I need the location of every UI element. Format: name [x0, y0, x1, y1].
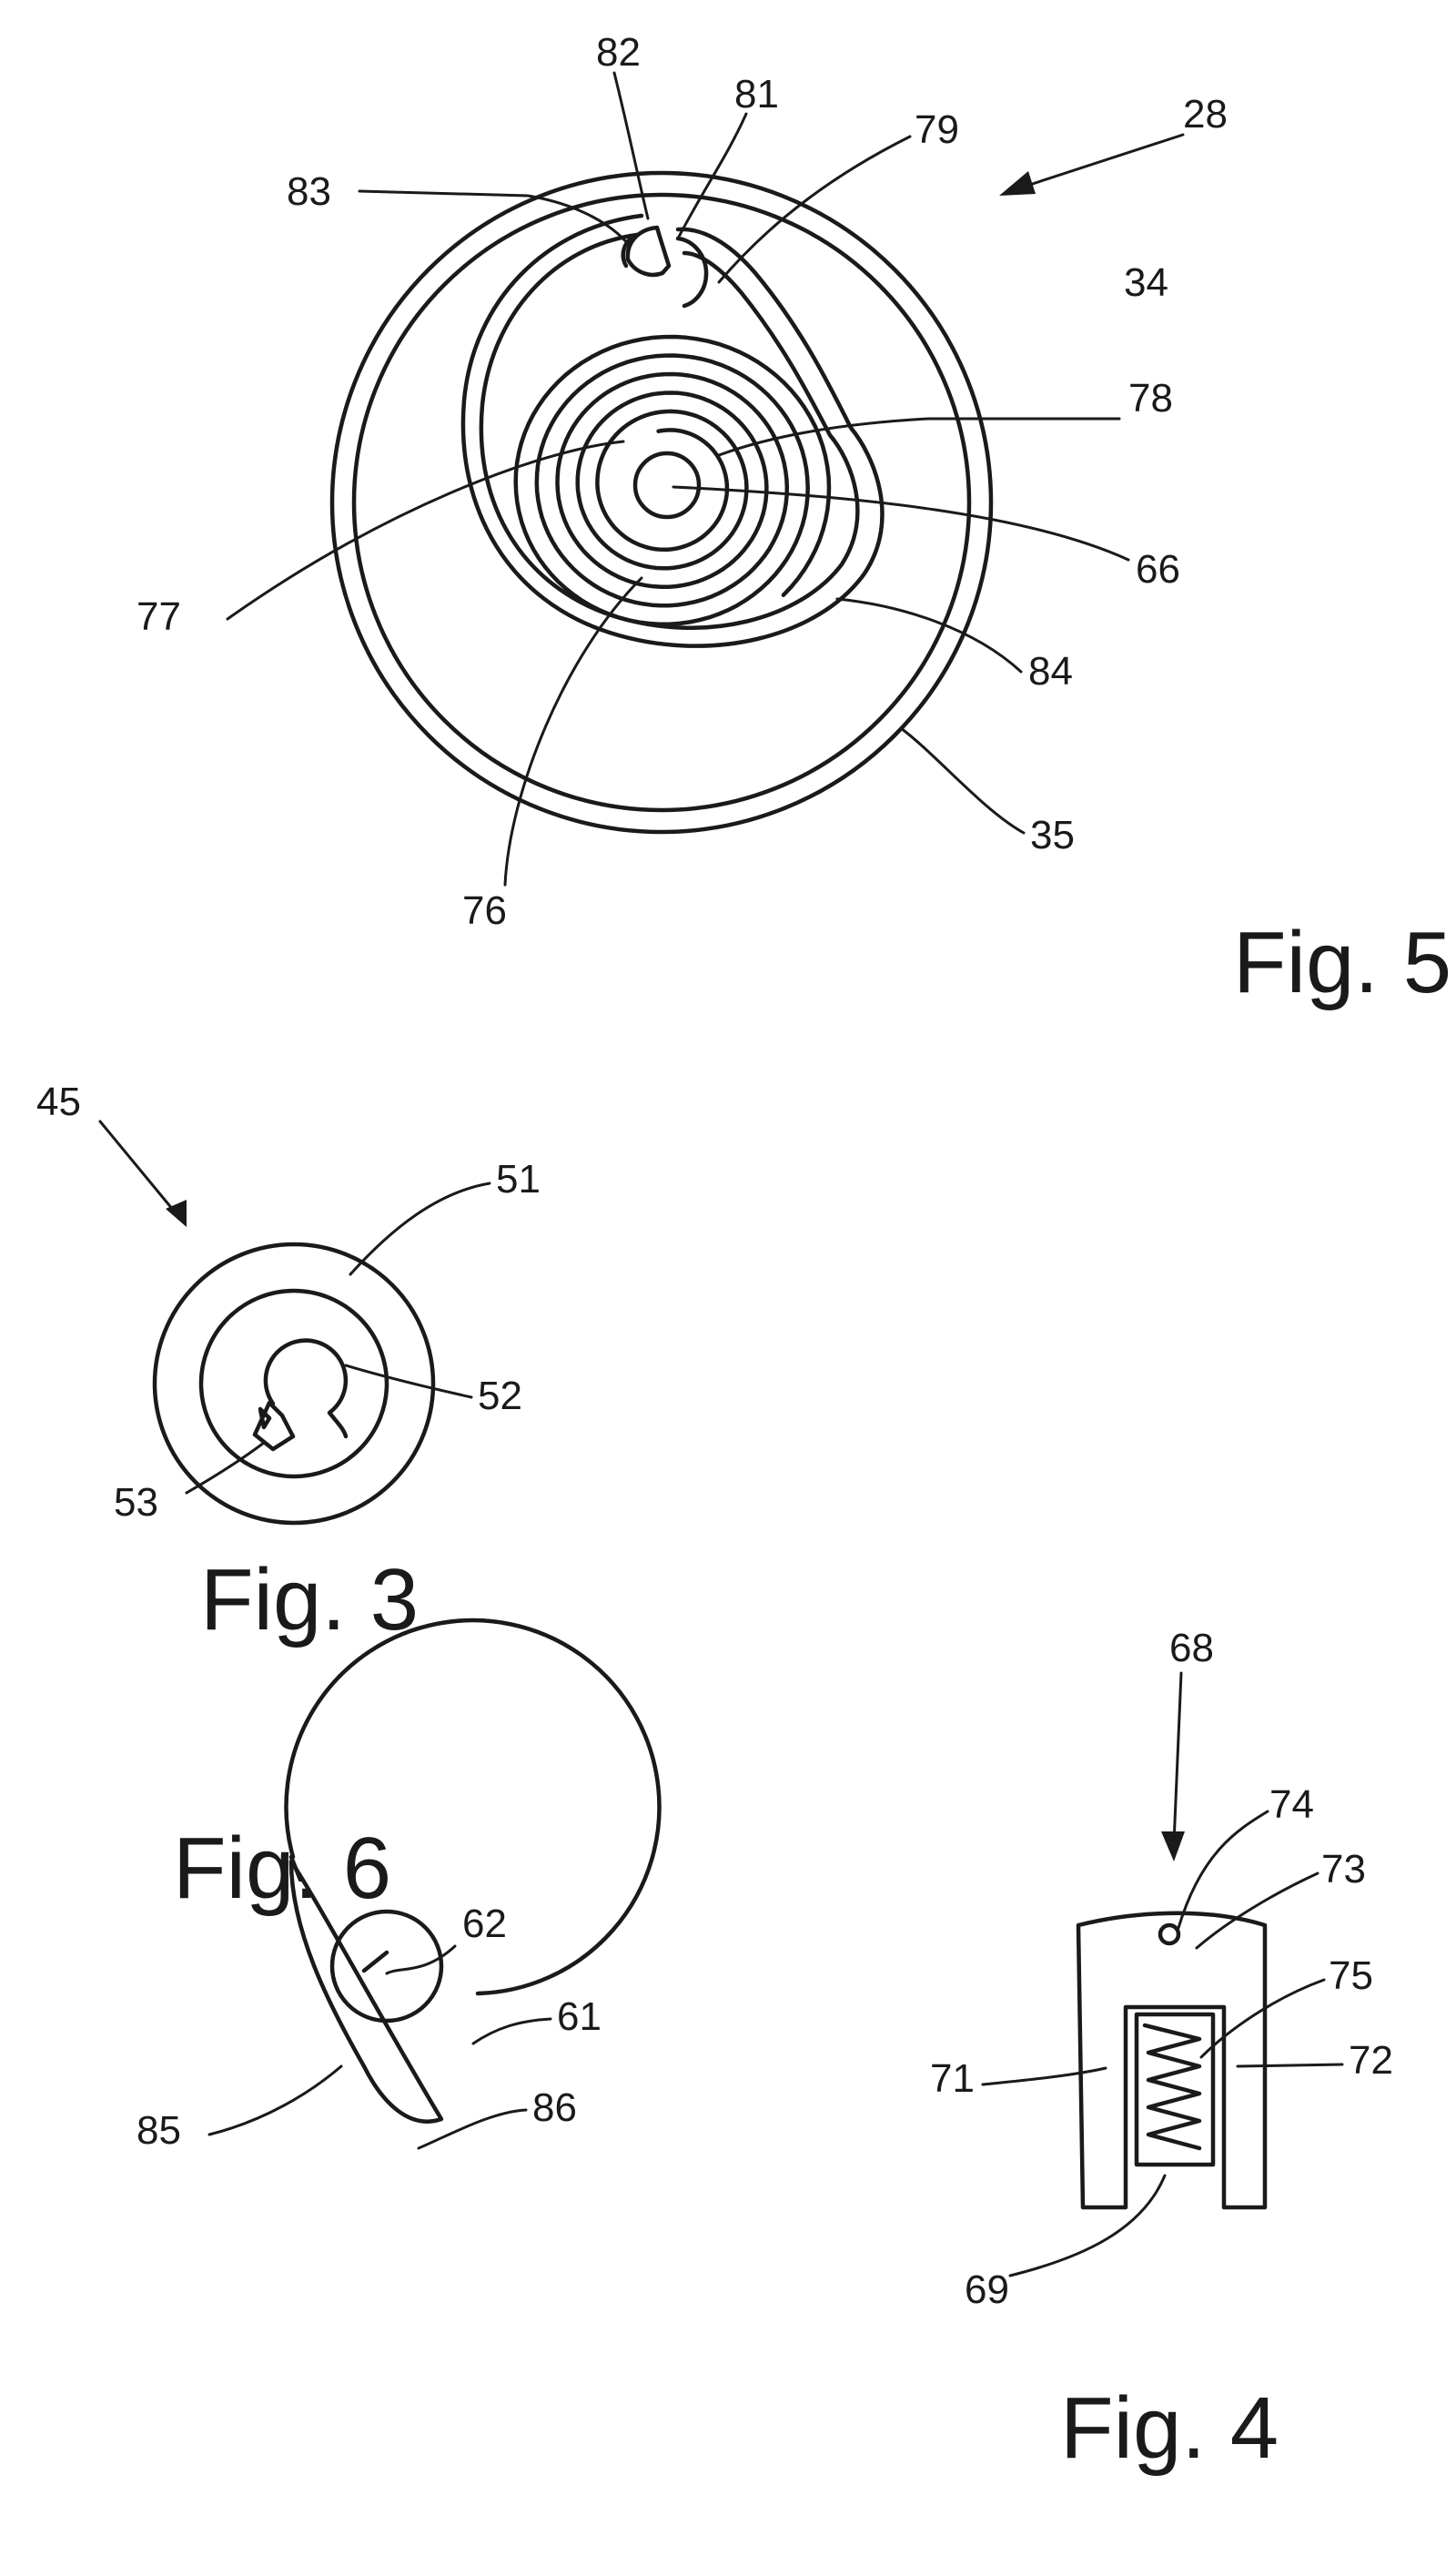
fig3-bore-with-notch — [266, 1341, 346, 1436]
leader-51 — [350, 1183, 490, 1274]
arrow-28-head — [999, 171, 1036, 196]
label-71: 71 — [930, 2056, 975, 2101]
fig4-pivot-hole — [1160, 1925, 1178, 1943]
arrow-68-head — [1161, 1831, 1185, 1861]
caption-fig4: Fig. 4 — [1060, 2379, 1279, 2477]
label-82: 82 — [596, 30, 641, 75]
hub-bore — [635, 453, 699, 517]
leader-72 — [1238, 2064, 1342, 2066]
spiral-spring — [516, 337, 829, 624]
label-62: 62 — [462, 1902, 507, 1946]
leader-76 — [505, 578, 642, 885]
label-72: 72 — [1349, 2038, 1393, 2083]
label-83: 83 — [287, 169, 331, 214]
fig3-annulus — [201, 1291, 387, 1476]
leader-74 — [1178, 1811, 1268, 1928]
label-75: 75 — [1329, 1953, 1373, 1998]
leader-62 — [387, 1946, 455, 1973]
arrow-68-shaft — [1174, 1673, 1181, 1843]
caption-fig5: Fig. 5 — [1233, 914, 1451, 1011]
label-77: 77 — [136, 594, 181, 639]
leader-84 — [837, 599, 1021, 672]
fig6-drawing: Fig. 6 62 61 85 86 — [136, 1620, 660, 2153]
leader-86 — [419, 2110, 526, 2148]
label-28: 28 — [1183, 92, 1228, 137]
label-79: 79 — [915, 107, 959, 152]
leader-85 — [209, 2066, 341, 2135]
leader-66 — [673, 487, 1128, 560]
leader-52 — [346, 1365, 471, 1397]
label-81: 81 — [734, 72, 779, 117]
label-74: 74 — [1269, 1782, 1314, 1827]
leader-69 — [1010, 2176, 1165, 2276]
fig4-drawing: 68 74 73 75 72 71 69 Fig. 4 — [930, 1626, 1393, 2477]
caption-fig6: Fig. 6 — [173, 1820, 391, 1917]
fig3-outer-disc — [155, 1244, 433, 1523]
label-34: 34 — [1124, 260, 1168, 305]
fig4-compression-spring — [1145, 2025, 1199, 2148]
fig3-drawing: 45 51 52 53 Fig. 3 — [36, 1080, 541, 1648]
leader-75 — [1201, 1980, 1324, 2057]
label-69: 69 — [965, 2267, 1009, 2312]
label-35: 35 — [1030, 813, 1075, 857]
label-51: 51 — [496, 1157, 541, 1202]
label-52: 52 — [478, 1374, 522, 1418]
label-45: 45 — [36, 1080, 81, 1124]
leader-73 — [1197, 1873, 1318, 1948]
fig3-tooth-inner — [260, 1409, 269, 1427]
fig5-drawing: 82 81 79 28 83 34 78 66 77 84 35 76 Fig.… — [136, 30, 1451, 1011]
label-76: 76 — [462, 888, 507, 933]
arrow-45-shaft — [100, 1121, 177, 1215]
label-66: 66 — [1136, 547, 1180, 592]
label-53: 53 — [114, 1480, 158, 1525]
label-68: 68 — [1169, 1626, 1214, 1670]
label-61: 61 — [557, 1994, 602, 2039]
label-78: 78 — [1128, 376, 1173, 421]
leader-35 — [901, 728, 1024, 833]
label-86: 86 — [532, 2085, 577, 2130]
label-84: 84 — [1028, 649, 1073, 694]
caption-fig3: Fig. 3 — [200, 1551, 419, 1648]
leader-81 — [678, 114, 746, 238]
leader-71 — [983, 2068, 1106, 2084]
arrow-28-shaft — [1010, 135, 1183, 191]
label-73: 73 — [1321, 1847, 1366, 1892]
label-85: 85 — [136, 2108, 181, 2153]
spring-hook-inner — [678, 238, 706, 306]
fig6-bore-mark — [364, 1952, 387, 1971]
leader-61 — [473, 2019, 551, 2044]
